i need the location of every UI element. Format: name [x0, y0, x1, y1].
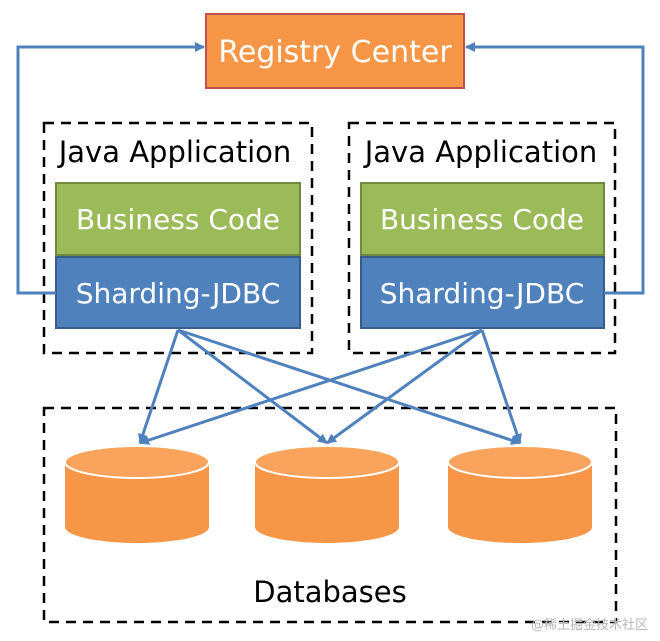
arrow-right-to-db1 [139, 328, 483, 445]
arrow-right-to-db2 [326, 328, 483, 445]
database-cylinder-1 [64, 445, 210, 543]
arrow-left-to-db2 [177, 328, 328, 445]
registry-center-label: Registry Center [218, 35, 452, 70]
java-app-title-right: Java Application [363, 135, 598, 169]
arrow-left-to-db1 [138, 329, 180, 444]
database-cylinder-2 [254, 445, 400, 543]
databases-label: Databases [253, 575, 406, 609]
java-app-title-left: Java Application [57, 135, 292, 169]
databases-container [42, 406, 618, 624]
business-code-label-left: Business Code [76, 203, 280, 236]
sharding-jdbc-label-right: Sharding-JDBC [380, 277, 585, 310]
watermark: @稀土掘金技术社区 [530, 618, 648, 633]
registry-arrow-right [465, 42, 645, 295]
sharding-jdbc-box-right [360, 256, 605, 329]
arrow-left-to-db3 [177, 328, 521, 445]
arrow-right-to-db3 [480, 329, 522, 444]
registry-arrow-left [16, 42, 205, 295]
registry-center-box [205, 13, 465, 89]
business-code-box-left [55, 182, 301, 256]
java-app-container-left [42, 121, 314, 355]
database-cylinder-3 [447, 445, 593, 543]
sharding-jdbc-label-left: Sharding-JDBC [76, 277, 281, 310]
business-code-box-right [360, 182, 605, 256]
business-code-label-right: Business Code [380, 203, 584, 236]
java-app-container-right [347, 121, 617, 355]
